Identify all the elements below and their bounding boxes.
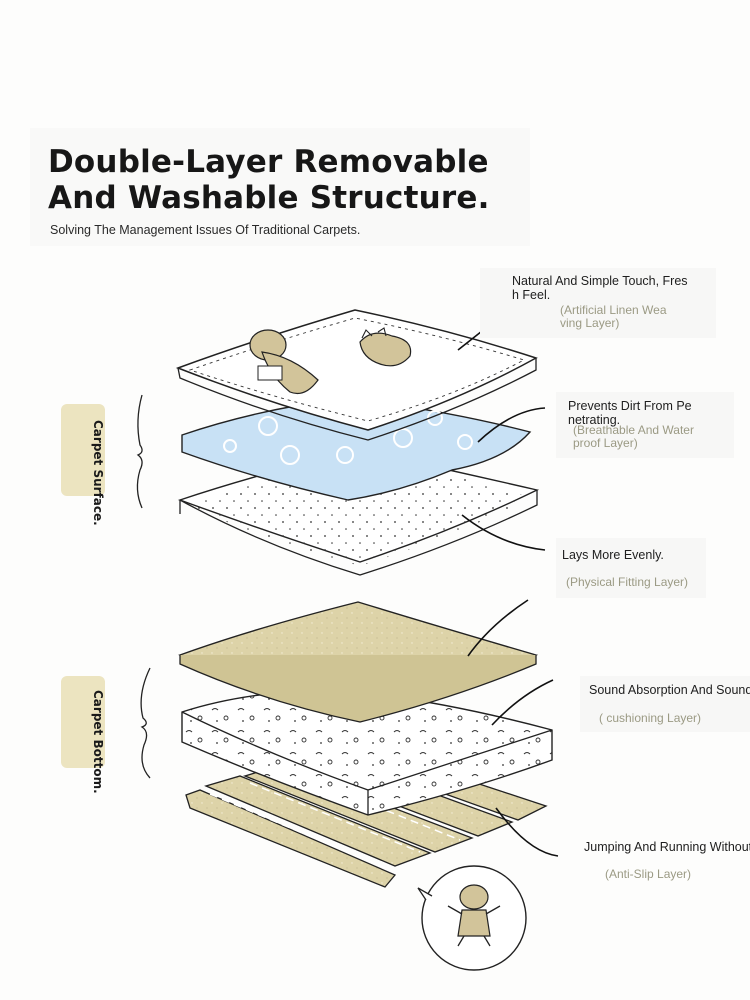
layer-2-feature-line-1: Prevents Dirt From Pe: [568, 399, 692, 413]
kid-bubble-icon: [417, 865, 527, 971]
annotation-bg-2: [556, 392, 734, 458]
leader-line-6: [495, 807, 559, 857]
leader-line-3: [461, 514, 546, 551]
bottom-tag: [61, 676, 105, 768]
layer-1-feature-line-2: h Feel.: [512, 288, 551, 302]
surface-tag: [61, 404, 105, 496]
layer-1-feature: Natural And Simple Touch, Fres h Feel.: [512, 274, 688, 302]
layer-1-name: (Artificial Linen Wea ving Layer): [560, 304, 667, 330]
layer-4-feature: Sound Absorption And Sound: [589, 683, 750, 697]
layer-2-name: (Breathable And Water proof Layer): [573, 424, 694, 450]
annotation-bg-4: [580, 676, 750, 732]
fitting-layer: [178, 601, 539, 723]
title-background: [30, 128, 530, 246]
layer-2-name-line-2: proof Layer): [573, 436, 638, 450]
bottom-bracket: [140, 667, 151, 779]
surface-bracket: [136, 394, 143, 509]
layer-1-feature-line-1: Natural And Simple Touch, Fres: [512, 274, 688, 288]
cat-icon: [359, 327, 412, 367]
annotation-bg-1: [480, 268, 716, 338]
page-title: Double-Layer Removable And Washable Stru…: [48, 144, 490, 216]
linen-top-layer: [175, 309, 538, 441]
layer-2-feature: Prevents Dirt From Pe netrating.: [568, 399, 692, 427]
layer-5-feature: Jumping And Running Without: [584, 840, 750, 854]
layer-2-feature-line-2: netrating.: [568, 413, 621, 427]
title-line-1: Double-Layer Removable: [48, 144, 489, 180]
cushioning-layer: [181, 689, 553, 816]
leader-line-5: [491, 679, 554, 726]
layer-3-name: (Physical Fitting Layer): [566, 575, 689, 589]
layer-2-name-line-1: (Breathable And Water: [573, 423, 694, 437]
bottom-tag-label: Carpet Bottom.: [91, 690, 105, 794]
leader-line-2: [477, 407, 546, 443]
layer-1-name-line-2: ving Layer): [560, 316, 620, 330]
leader-line-4: [467, 599, 529, 657]
layer-5-name: (Anti-Slip Layer): [605, 867, 692, 881]
title-line-2: And Washable Structure.: [48, 180, 490, 216]
layer-1-name-line-1: (Artificial Linen Wea: [560, 303, 667, 317]
page-subtitle: Solving The Management Issues Of Traditi…: [50, 223, 361, 237]
layer-3-feature: Lays More Evenly.: [562, 548, 664, 562]
girl-figure-icon: [249, 329, 319, 395]
annotation-bg-3: [556, 538, 706, 598]
surface-tag-label: Carpet Surface.: [91, 420, 105, 526]
layer-4-name: ( cushioning Layer): [599, 711, 702, 725]
